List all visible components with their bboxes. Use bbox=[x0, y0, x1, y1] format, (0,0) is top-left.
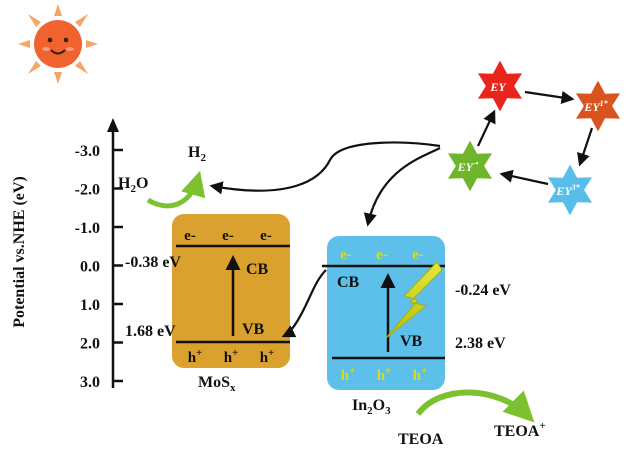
in2o3-label: In2O3 bbox=[352, 397, 391, 417]
ey-excited-star-label: EY1* bbox=[583, 99, 608, 114]
axis-tick-label: -2.0 bbox=[75, 182, 100, 199]
mos-label: MoSx bbox=[198, 374, 236, 394]
transfer-arrow bbox=[281, 269, 327, 338]
in2o3-band-box: e- e- e- h+ h+ h+ CB VB bbox=[322, 236, 445, 390]
h2-evolution-arrow bbox=[146, 170, 206, 209]
mos-electron: e- bbox=[260, 228, 272, 244]
ey-radical-star: EY-• bbox=[445, 137, 495, 195]
ey-triplet-star: EY3* bbox=[545, 161, 595, 219]
ey-triplet-star-label: EY3* bbox=[555, 183, 580, 198]
in2o3-cb-label: CB bbox=[337, 274, 360, 291]
sun-icon bbox=[18, 4, 98, 84]
mos-electron: e- bbox=[222, 228, 234, 244]
teoa-label: TEOA bbox=[398, 431, 444, 448]
teoa-plus-label: TEOA+ bbox=[494, 420, 546, 440]
in2o3-cb-value: -0.24 eV bbox=[455, 282, 511, 299]
lightning-icon bbox=[385, 261, 443, 339]
ey-star-label: EY bbox=[489, 80, 507, 94]
h2-label: H2 bbox=[188, 144, 206, 164]
mos-cb-label: CB bbox=[246, 261, 269, 278]
mos-band-box: e- e- e- h+ h+ h+ CB VB bbox=[172, 214, 290, 368]
ey-radical-star-label: EY-• bbox=[457, 159, 479, 174]
h2o-label: H2O bbox=[118, 175, 148, 195]
ey-to-in2o3-arrow bbox=[363, 147, 441, 227]
axis-label: Potential vs.NHE (eV) bbox=[11, 176, 28, 328]
in2o3-electron: e- bbox=[376, 247, 388, 263]
axis-tick-label: -1.0 bbox=[75, 220, 100, 237]
in2o3-vb-value: 2.38 eV bbox=[455, 335, 506, 352]
ey-excited-star: EY1* bbox=[573, 77, 623, 135]
axis-tick-label: -3.0 bbox=[75, 143, 100, 160]
axis-tick-label: 3.0 bbox=[80, 374, 100, 391]
in2o3-vb-label: VB bbox=[400, 333, 423, 350]
in2o3-electron: e- bbox=[412, 247, 424, 263]
in2o3-electron: e- bbox=[340, 247, 352, 263]
mos-cb-value: -0.38 eV bbox=[125, 254, 181, 271]
mos-vb-value: 1.68 eV bbox=[125, 323, 176, 340]
potential-axis: -3.0 -2.0 -1.0 0.0 1.0 2.0 3.0 Potential vs.NH… bbox=[11, 118, 123, 391]
ey-star: EY bbox=[475, 57, 525, 115]
mos-vb-label: VB bbox=[242, 321, 265, 338]
mos-electron: e- bbox=[184, 228, 196, 244]
axis-tick-label: 0.0 bbox=[80, 259, 100, 276]
axis-tick-label: 2.0 bbox=[80, 336, 100, 353]
axis-tick-label: 1.0 bbox=[80, 297, 100, 314]
teoa-oxidation-arrow bbox=[415, 389, 535, 423]
ey-to-mos-arrow bbox=[209, 141, 441, 195]
